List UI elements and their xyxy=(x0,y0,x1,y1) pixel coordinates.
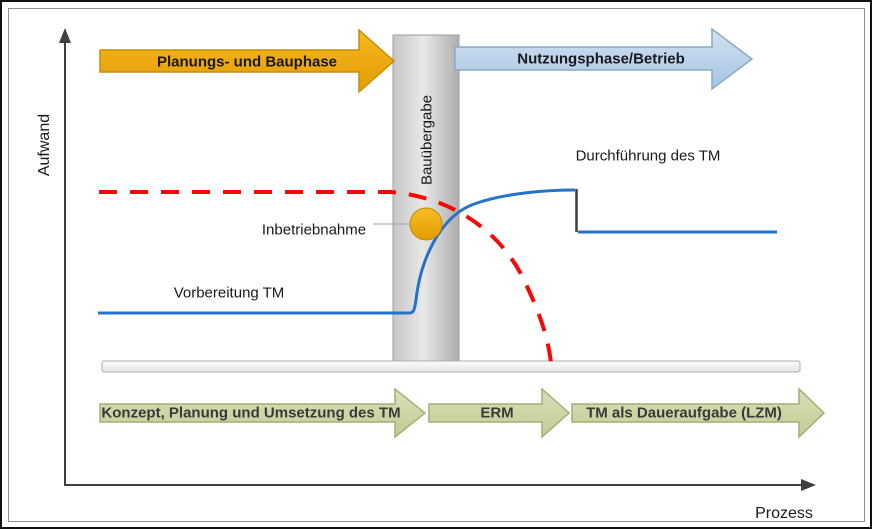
concept-planning-arrow-label: Konzept, Planung und Umsetzung des TM xyxy=(101,404,401,422)
erm-arrow-label: ERM xyxy=(480,404,514,422)
x-axis-label: Prozess xyxy=(755,505,813,522)
inbetriebnahme-label: Inbetriebnahme xyxy=(261,221,367,239)
tm-daueraufgabe-arrow xyxy=(571,387,826,439)
durchfuehrung-tm-label: Durchführung des TM xyxy=(575,147,721,165)
planning-phase-arrow-label: Planungs- und Bauphase xyxy=(156,53,338,71)
declining-effort-curve-dashed xyxy=(99,190,553,364)
x-axis-arrowhead xyxy=(801,479,816,491)
vorbereitung-tm-label: Vorbereitung TM xyxy=(173,284,285,302)
usage-phase-arrow-label: Nutzungsphase/Betrieb xyxy=(517,50,685,68)
handover-bar xyxy=(392,34,460,363)
handover-bar-label: Bauübergabe xyxy=(418,94,436,186)
planning-phase-arrow xyxy=(99,28,396,94)
y-axis-arrowhead xyxy=(59,28,71,43)
erm-arrow xyxy=(428,387,571,439)
usage-phase-arrow xyxy=(454,27,754,91)
concept-planning-arrow xyxy=(99,387,427,439)
y-axis-label: Aufwand xyxy=(36,113,53,177)
baseline-platform xyxy=(101,360,801,373)
inbetriebnahme-dot xyxy=(409,207,443,241)
tm-effort-curve xyxy=(98,188,576,315)
tm-daueraufgabe-arrow-label: TM als Daueraufgabe (LZM) xyxy=(586,404,782,422)
